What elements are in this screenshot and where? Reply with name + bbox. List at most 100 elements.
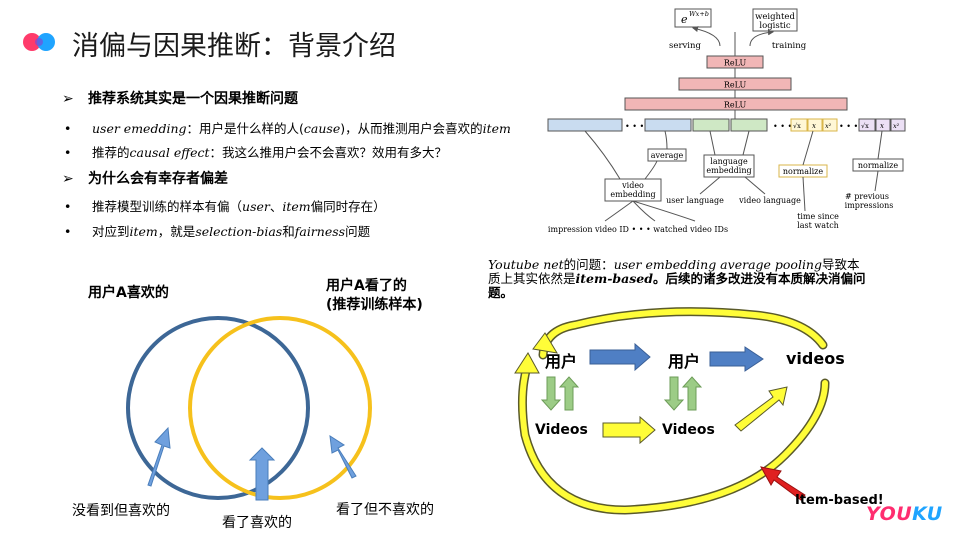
- video-label: video: [621, 181, 644, 190]
- user-language-label: user language: [666, 196, 724, 205]
- bullet-text: 偏同时存在）: [310, 199, 386, 214]
- relu-layer-3: [624, 97, 848, 111]
- arrow-down-1: [540, 376, 562, 411]
- video-language-label: video language: [738, 196, 801, 205]
- bullet-term: selection-bias: [195, 224, 283, 239]
- bullet-text: ：用户是什么样的人(: [186, 121, 304, 136]
- arrow-user-to-videos: [709, 346, 764, 372]
- section-heading-1: ➢ 推荐系统其实是一个因果推断问题: [62, 88, 298, 108]
- embedding-label: embedding: [706, 166, 751, 175]
- flow-videos-2: Videos: [662, 422, 715, 438]
- normalize-label: normalize: [783, 167, 823, 176]
- bullet-text: ，就是: [157, 224, 196, 239]
- loop-arrow-top: [540, 308, 826, 358]
- section-heading-text: 为什么会有幸存者偏差: [88, 171, 228, 187]
- page-title: 消偏与因果推断：背景介绍: [72, 31, 396, 62]
- venn-label-liked: 用户A喜欢的: [88, 285, 169, 301]
- arrow-watched-disliked: [329, 435, 357, 479]
- bullet-text: )，从而推测用户会喜欢的: [340, 121, 483, 136]
- bullet-term: item: [129, 224, 158, 239]
- flow-diagram: [514, 307, 830, 515]
- section-heading-text: 推荐系统其实是一个因果推断问题: [88, 91, 298, 107]
- bullet-causal-effect: •推荐的causal effect：我这么推用户会不会喜欢？效用有多大？: [64, 142, 447, 161]
- bullet-dot-icon: •: [64, 145, 72, 160]
- arrow-item-based: [760, 466, 806, 501]
- bullet-term: item: [482, 121, 511, 136]
- bullet-text: ：我这么推用户会不会喜欢？效用有多大？: [209, 145, 448, 160]
- relu-label: ReLU: [724, 81, 747, 90]
- sqrt-x-label: √x: [793, 122, 801, 130]
- bullet-term: user emedding: [92, 121, 187, 136]
- last-watch-label: last watch: [797, 221, 839, 230]
- embedding-label: embedding: [610, 190, 655, 199]
- weighted-label: weighted: [755, 12, 795, 22]
- bullet-dot-icon: •: [64, 199, 72, 214]
- x-label: x: [812, 122, 816, 130]
- training-label: training: [772, 41, 807, 51]
- bullet-term: user: [242, 199, 270, 214]
- note-term: Youtube net: [488, 257, 564, 272]
- x-cell: [807, 118, 823, 132]
- bullet-dot-icon: •: [64, 121, 72, 136]
- venn-diagram: [126, 316, 372, 501]
- embedding-vector: [644, 118, 692, 132]
- language-vector-2: [730, 118, 768, 132]
- bullet-term: cause: [303, 121, 341, 136]
- relu-label: ReLU: [724, 59, 747, 68]
- language-embedding-box: [703, 154, 755, 178]
- weighted-logistic-box: [752, 8, 798, 32]
- previous-label: # previous: [845, 192, 889, 201]
- logo-dots-icon: [23, 33, 55, 51]
- bullet-term: fairness: [294, 224, 346, 239]
- flow-user-1: 用户: [545, 352, 578, 371]
- x2-label: x²: [825, 122, 832, 130]
- softmax-label: e: [681, 13, 688, 26]
- loop-arrow-bottom-head: [514, 352, 540, 374]
- arrow-videos-to-top-videos: [734, 386, 788, 432]
- venn-circle-liked: [126, 316, 310, 500]
- impressions-label: impressions: [845, 201, 894, 210]
- ellipsis: • • •: [625, 122, 644, 131]
- ellipsis: • • •: [773, 122, 792, 131]
- average-label: average: [651, 151, 684, 160]
- x2-cell-2: [890, 118, 906, 132]
- arrow-up-1: [558, 376, 580, 411]
- sqrt-x-label: √x: [861, 122, 869, 130]
- section-heading-2: ➢ 为什么会有幸存者偏差: [62, 168, 228, 188]
- bullet-text: 推荐的: [92, 145, 130, 160]
- bullet-dot-icon: •: [64, 224, 72, 239]
- ellipsis: • • •: [839, 122, 858, 131]
- x-cell-2: [875, 118, 891, 132]
- x2-cell: [822, 118, 838, 132]
- youtube-dnn-diagram: e Wx+b weighted logistic serving trainin…: [547, 8, 906, 234]
- normalize-label: normalize: [858, 161, 898, 170]
- relu-label: ReLU: [724, 101, 747, 110]
- bullet-text: 和: [282, 224, 295, 239]
- arrow-videos-to-videos: [602, 415, 656, 445]
- youku-you: YOU: [866, 503, 913, 525]
- logistic-label: logistic: [759, 21, 790, 31]
- language-vector-1: [692, 118, 730, 132]
- x2-label: x²: [893, 122, 900, 130]
- bullet-sample-bias: •推荐模型训练的样本有偏（user、item偏同时存在）: [64, 196, 386, 215]
- bullet-selection-bias: •对应到item，就是selection-bias和fairness问题: [64, 221, 370, 240]
- venn-label-watched-line1: 用户A看了的: [326, 278, 407, 294]
- serving-label: serving: [669, 41, 701, 51]
- bullet-user-embedding: • user emedding：用户是什么样的人(cause)，从而推测用户会喜欢…: [64, 118, 511, 137]
- language-label: language: [710, 157, 748, 166]
- venn-circle-watched: [188, 316, 372, 500]
- impression-ids-label: impression video ID • • • watched video …: [548, 225, 728, 234]
- arrow-unwatched-liked: [147, 426, 171, 487]
- sqrt-x-cell: [790, 118, 808, 132]
- note-bold-term: item-based: [575, 271, 653, 286]
- venn-caption-unwatched-liked: 没看到但喜欢的: [72, 503, 170, 519]
- venn-label-watched: 用户A看了的 (推荐训练样本): [326, 277, 423, 315]
- note-text: 导致本质上其实依然是: [488, 257, 860, 286]
- flow-videos-top: videos: [786, 349, 845, 368]
- arrow-bullet-icon: ➢: [62, 91, 74, 107]
- loop-arrow-bottom: [519, 364, 828, 514]
- bullet-text: 、: [269, 199, 283, 214]
- arrow-user-to-user: [589, 342, 651, 372]
- flow-videos-1: Videos: [535, 422, 588, 438]
- arrow-bullet-icon: ➢: [62, 171, 74, 187]
